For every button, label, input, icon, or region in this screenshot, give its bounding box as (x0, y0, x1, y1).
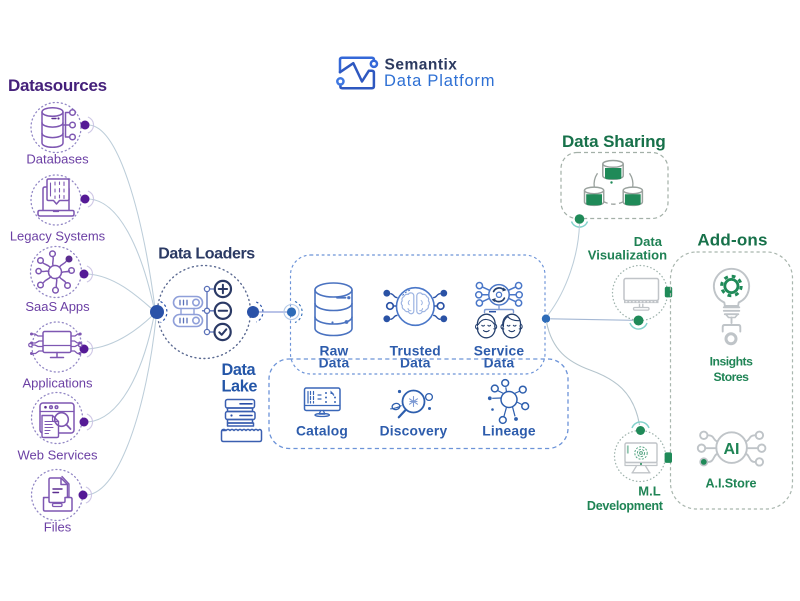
svg-text:Semantix: Semantix (385, 57, 458, 74)
svg-text:Service: Service (474, 344, 525, 359)
svg-text:Applications: Applications (22, 376, 93, 391)
svg-text:Data: Data (634, 234, 663, 249)
svg-text:Data: Data (484, 356, 515, 371)
svg-text:Data Loaders: Data Loaders (158, 246, 255, 263)
svg-text:Add-ons: Add-ons (697, 231, 767, 250)
svg-text:Visualization: Visualization (588, 248, 667, 263)
svg-text:Lineage: Lineage (482, 424, 536, 439)
svg-text:Data: Data (222, 361, 257, 379)
svg-text:Data Sharing: Data Sharing (562, 132, 666, 151)
svg-text:AI: AI (724, 441, 740, 458)
svg-text:Data Platform: Data Platform (384, 72, 495, 90)
svg-text:Raw: Raw (320, 344, 349, 359)
svg-text:Lake: Lake (222, 378, 258, 396)
svg-text:M.L: M.L (638, 484, 660, 499)
svg-text:Datasources: Datasources (8, 76, 107, 95)
svg-text:Databases: Databases (26, 152, 89, 167)
svg-text:Data: Data (319, 356, 350, 371)
svg-text:SaaS Apps: SaaS Apps (25, 299, 90, 314)
svg-text:Data: Data (400, 356, 431, 371)
svg-text:Catalog: Catalog (296, 424, 348, 439)
svg-text:Insights: Insights (710, 355, 753, 369)
svg-text:Files: Files (44, 520, 72, 535)
svg-text:Legacy Systems: Legacy Systems (10, 229, 106, 244)
svg-text:Stores: Stores (714, 370, 750, 384)
svg-text:Discovery: Discovery (380, 424, 448, 439)
svg-text:A.I.Store: A.I.Store (706, 477, 757, 491)
svg-text:Development: Development (587, 499, 664, 513)
svg-text:Web Services: Web Services (18, 448, 98, 463)
svg-text:Trusted: Trusted (390, 344, 441, 359)
